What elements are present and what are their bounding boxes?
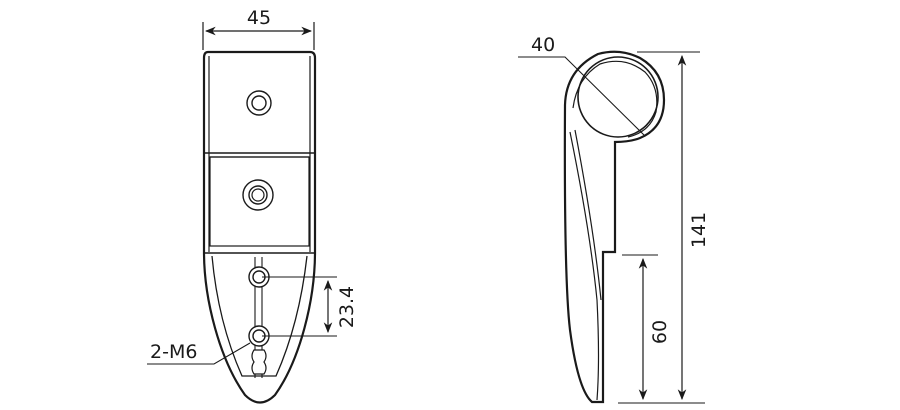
front-view: 45 [147,7,358,404]
side-view: 40 141 60 [518,34,710,404]
thread-label: 2-M6 [150,341,197,363]
screw-icon [242,179,274,211]
screw-icon [246,90,272,116]
lower-height-dimension: 60 [622,254,671,401]
front-body-outline [202,50,317,404]
lower-height-label: 60 [649,320,671,344]
hole-spacing-dimension: 23.4 [262,276,358,337]
height-dimension: 141 [618,51,710,404]
width-label: 45 [247,7,271,29]
width-dimension: 45 [202,7,315,50]
height-label: 141 [688,212,710,248]
side-body-outline [563,50,666,404]
thread-callout: 2-M6 [147,341,251,365]
hole-spacing-label: 23.4 [336,286,358,328]
tube-circle [577,56,659,138]
diameter-label: 40 [531,34,555,56]
diameter-dimension: 40 [518,34,646,137]
